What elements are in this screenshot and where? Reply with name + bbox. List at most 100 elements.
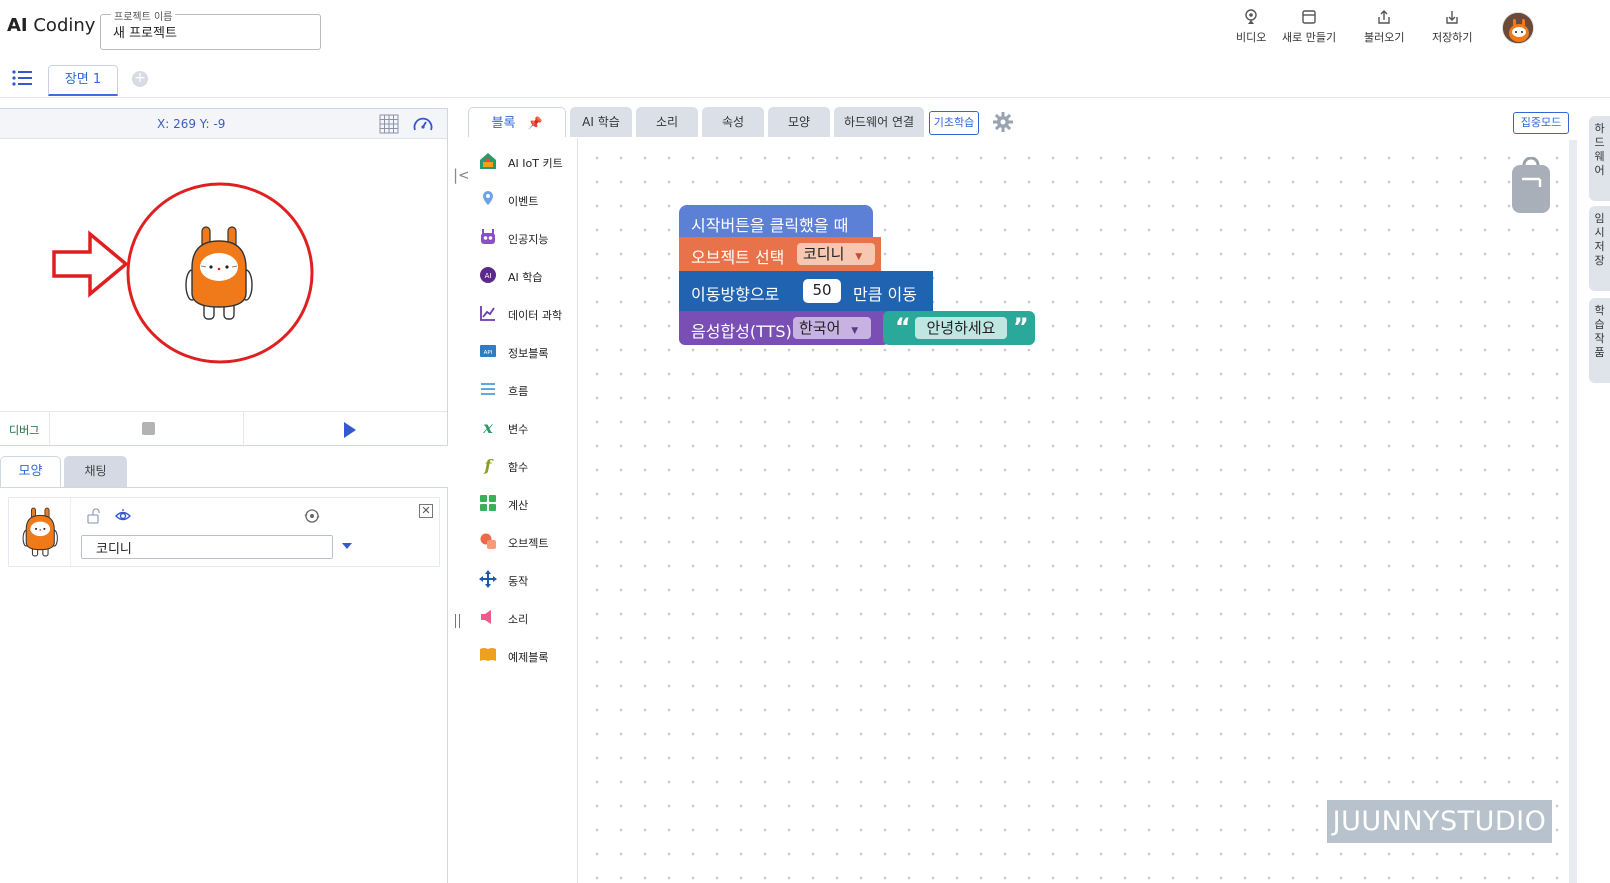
tts-text-input[interactable]: 안녕하세요	[915, 317, 1007, 339]
tab-properties[interactable]: 속성	[702, 107, 764, 137]
variable-icon: x	[482, 418, 493, 436]
pin-icon[interactable]: 📌	[527, 116, 543, 130]
category-ai[interactable]: 인공지능	[468, 226, 578, 250]
category-label: 정보블록	[508, 347, 549, 360]
tab-blocks[interactable]: 블록 📌	[468, 107, 566, 137]
stage-toolbar: X: 269 Y: -9	[0, 109, 447, 139]
play-button[interactable]	[344, 422, 356, 438]
rotation-icon[interactable]	[304, 508, 320, 524]
object-name-input[interactable]	[81, 535, 333, 559]
tab-shape[interactable]: 모양	[0, 456, 61, 488]
add-scene-icon[interactable]: +	[132, 71, 148, 87]
list-menu-icon[interactable]	[12, 70, 32, 86]
block-workspace[interactable]: 시작버튼을 클릭했을 때 오브젝트 선택 코디니 ▼ 이동방향으로 50 만큼 …	[579, 138, 1572, 883]
focus-mode-button[interactable]: 집중모드	[1513, 112, 1569, 134]
tts-block[interactable]: 음성합성(TTS) 한국어 ▼	[679, 311, 889, 345]
move-direction-block[interactable]: 이동방향으로 50 만큼 이동	[679, 271, 933, 311]
gear-icon[interactable]	[993, 112, 1013, 132]
stage-canvas[interactable]	[0, 140, 447, 408]
side-tab-learn-works[interactable]: 학습작품	[1589, 298, 1610, 383]
category-label: 이벤트	[508, 195, 539, 208]
trash-bag-icon[interactable]	[1510, 157, 1552, 215]
category-calculation[interactable]: 계산	[468, 492, 578, 516]
category-label: AI IoT 키트	[508, 157, 563, 170]
side-tab-temp-save[interactable]: 임시저장	[1589, 206, 1610, 291]
category-event[interactable]: 이벤트	[468, 188, 578, 212]
object-panel: ✕	[0, 487, 448, 883]
event-start-text: 시작버튼을 클릭했을 때	[691, 216, 849, 235]
text-string-block[interactable]: “ 안녕하세요 ”	[883, 311, 1035, 345]
category-info-block[interactable]: API 정보블록	[468, 340, 578, 364]
tts-language-dropdown[interactable]: 한국어 ▼	[793, 317, 871, 339]
workspace-vertical-scrollbar[interactable]	[1569, 140, 1577, 883]
svg-text:API: API	[484, 350, 493, 356]
event-start-block[interactable]: 시작버튼을 클릭했을 때	[679, 205, 873, 237]
speed-gauge-icon[interactable]	[412, 114, 434, 134]
category-example-blocks[interactable]: 예제블록	[468, 644, 578, 668]
scene-tab-1[interactable]: 장면 1	[48, 65, 118, 96]
tab-ai-learning[interactable]: AI 학습	[570, 107, 632, 137]
svg-text:x: x	[482, 418, 493, 436]
speaker-icon	[481, 610, 491, 624]
move-prefix-text: 이동방향으로	[691, 285, 780, 304]
category-sound[interactable]: 소리	[468, 606, 578, 630]
watermark-text: JUUNNYSTUDIO	[1327, 800, 1552, 843]
project-name-field[interactable]: 프로젝트 이름	[100, 8, 321, 50]
stage-panel: X: 269 Y: -9 디버그	[0, 108, 448, 447]
dropdown-arrow-icon: ▼	[851, 326, 859, 336]
load-button[interactable]: 불러오기	[1364, 8, 1404, 45]
move-amount-input[interactable]: 50	[803, 279, 841, 303]
video-button[interactable]: 비디오	[1236, 8, 1266, 45]
tab-hardware-connect[interactable]: 하드웨어 연결	[834, 107, 924, 137]
category-data-science[interactable]: 데이터 과학	[468, 302, 578, 326]
download-icon	[1446, 11, 1458, 24]
move-icon	[479, 570, 497, 588]
category-label: 인공지능	[508, 233, 549, 246]
select-object-block[interactable]: 오브젝트 선택 코디니 ▼	[679, 237, 881, 271]
unlock-icon[interactable]	[86, 508, 102, 524]
object-close-icon[interactable]: ✕	[419, 504, 433, 518]
object-dropdown-icon[interactable]	[342, 543, 352, 549]
category-function[interactable]: f 함수	[468, 454, 578, 478]
debug-label[interactable]: 디버그	[9, 424, 40, 437]
category-object[interactable]: 오브젝트	[468, 530, 578, 554]
new-project-button[interactable]: 새로 만들기	[1282, 8, 1336, 45]
stop-button[interactable]	[142, 422, 155, 435]
visibility-eye-icon[interactable]	[115, 508, 131, 524]
panel-splitter-handle[interactable]	[455, 614, 460, 628]
object-card[interactable]: ✕	[8, 497, 440, 567]
grid-icon[interactable]	[379, 114, 399, 134]
app-logo[interactable]: AI Codiny	[7, 15, 95, 36]
collapse-panel-icon[interactable]: |<	[453, 166, 471, 184]
project-name-input[interactable]	[113, 24, 303, 39]
svg-text:f: f	[484, 456, 495, 474]
tab-shape[interactable]: 모양	[768, 107, 830, 137]
category-ai-iot-kit[interactable]: AI IoT 키트	[468, 150, 578, 174]
category-label: 흐름	[508, 385, 529, 398]
avatar-character-icon	[1503, 13, 1533, 43]
object-select-dropdown[interactable]: 코디니 ▼	[797, 243, 875, 265]
user-avatar[interactable]	[1502, 12, 1534, 44]
object-thumbnail[interactable]	[9, 498, 71, 566]
control-divider	[243, 412, 244, 447]
control-divider	[49, 412, 50, 447]
category-variable[interactable]: x 변수	[468, 416, 578, 440]
chart-line-icon	[480, 306, 495, 321]
side-tab-temp-save-label: 임시저장	[1594, 212, 1605, 267]
category-label: 오브젝트	[508, 537, 549, 550]
flow-icon	[481, 383, 495, 395]
iot-kit-icon	[480, 153, 496, 169]
basic-learning-button[interactable]: 기초학습	[929, 111, 979, 135]
category-label: 소리	[508, 613, 529, 626]
object-select-value: 코디니	[803, 245, 845, 263]
side-tab-hardware[interactable]: 하드웨어	[1589, 116, 1610, 201]
save-button[interactable]: 저장하기	[1432, 8, 1472, 45]
stage-controls: 디버그	[0, 411, 447, 447]
codiny-character-sprite[interactable]	[182, 223, 256, 323]
tab-chat[interactable]: 채팅	[64, 456, 127, 488]
category-label: 동작	[508, 575, 529, 588]
category-ai-learning[interactable]: AI AI 학습	[468, 264, 578, 288]
tab-sound[interactable]: 소리	[636, 107, 698, 137]
category-motion[interactable]: 동작	[468, 568, 578, 592]
category-flow[interactable]: 흐름	[468, 378, 578, 402]
